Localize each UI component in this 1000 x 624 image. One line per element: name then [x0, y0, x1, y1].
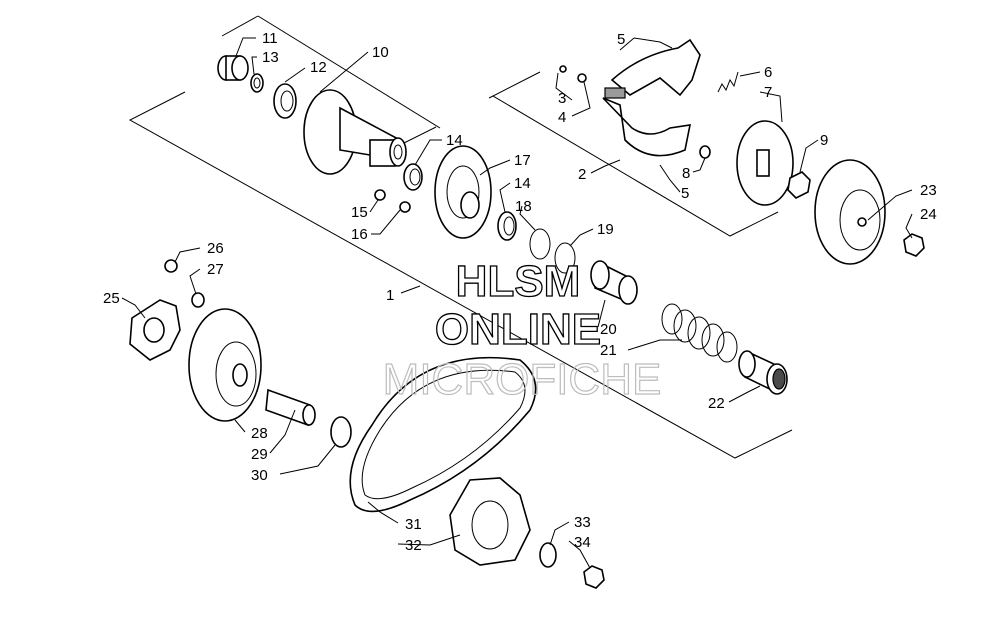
callout-22: 22 — [708, 395, 725, 412]
callout-17: 17 — [514, 152, 531, 169]
washer-33 — [539, 542, 557, 568]
callout-5b: 5 — [681, 185, 689, 202]
callout-29: 29 — [251, 446, 268, 463]
clutch-bell-23 — [814, 159, 886, 265]
callout-21: 21 — [600, 342, 617, 359]
callout-23: 23 — [920, 182, 937, 199]
callout-8: 8 — [682, 165, 690, 182]
callout-28: 28 — [251, 425, 268, 442]
callout-6: 6 — [764, 64, 772, 81]
callout-3: 3 — [558, 90, 566, 107]
watermark-line-3: MICROFICHE — [383, 355, 662, 404]
callout-19: 19 — [597, 221, 614, 238]
callout-1: 1 — [386, 287, 394, 304]
seal-14b — [497, 211, 517, 241]
watermark-line-2: ONLINE — [435, 305, 601, 354]
circlip-13 — [250, 73, 264, 93]
callout-24: 24 — [920, 206, 937, 223]
callout-13: 13 — [262, 49, 279, 66]
callout-27: 27 — [207, 261, 224, 278]
watermark-line-1: HLSM — [456, 257, 581, 306]
spring-6 — [717, 71, 739, 93]
callout-labels: 1 2 3 4 5 5 6 7 8 9 10 11 12 13 14 14 15… — [103, 30, 937, 554]
sliding-pulley-10 — [303, 89, 407, 175]
callout-26: 26 — [207, 240, 224, 257]
plate-7 — [736, 120, 794, 206]
callout-11: 11 — [262, 30, 278, 47]
callout-5a: 5 — [617, 31, 625, 48]
callout-15: 15 — [351, 204, 368, 221]
fixed-pulley-17 — [434, 145, 492, 239]
pin-16 — [399, 201, 411, 213]
washer-4 — [577, 73, 587, 83]
drive-belt-31 — [349, 356, 537, 513]
washer-3 — [559, 65, 567, 73]
callout-18: 18 — [515, 198, 532, 215]
fan-32 — [449, 477, 531, 566]
callout-10: 10 — [372, 44, 389, 61]
callout-30: 30 — [251, 467, 268, 484]
callout-14b: 14 — [514, 175, 531, 192]
callout-14a: 14 — [446, 132, 463, 149]
seal-14a — [403, 163, 423, 191]
spacer-29 — [265, 388, 316, 427]
callout-20: 20 — [600, 321, 617, 338]
assembly-2-outline — [488, 71, 779, 237]
callout-2: 2 — [578, 166, 586, 183]
bushing-11 — [217, 55, 249, 81]
roller-27 — [191, 292, 205, 308]
bushing-30 — [330, 416, 352, 448]
movable-drive-face-28 — [188, 308, 262, 422]
watermark: HLSM ONLINE MICROFICHE — [382, 256, 662, 404]
callout-9: 9 — [820, 132, 828, 149]
sleeve-20 — [590, 260, 638, 305]
callout-25: 25 — [103, 290, 120, 307]
callout-33: 33 — [574, 514, 591, 531]
callout-32: 32 — [405, 537, 422, 554]
oring-19 — [554, 242, 576, 274]
nut-9 — [787, 171, 811, 199]
spring-seat-22 — [738, 350, 788, 395]
clutch-shoe-5 — [602, 38, 701, 157]
slider-26 — [164, 259, 178, 273]
bearing-12 — [273, 83, 297, 119]
leader-lines — [121, 37, 913, 569]
callout-31: 31 — [405, 516, 422, 533]
callout-16: 16 — [351, 226, 368, 243]
pin-15 — [374, 189, 386, 201]
callout-4: 4 — [558, 109, 566, 126]
callout-7: 7 — [764, 84, 772, 101]
pin-8 — [699, 145, 711, 159]
nut-24 — [903, 233, 925, 257]
nut-34 — [583, 565, 605, 589]
callout-34: 34 — [574, 534, 591, 551]
oring-18 — [529, 228, 551, 260]
callout-12: 12 — [310, 59, 327, 76]
spring-21 — [661, 303, 738, 363]
